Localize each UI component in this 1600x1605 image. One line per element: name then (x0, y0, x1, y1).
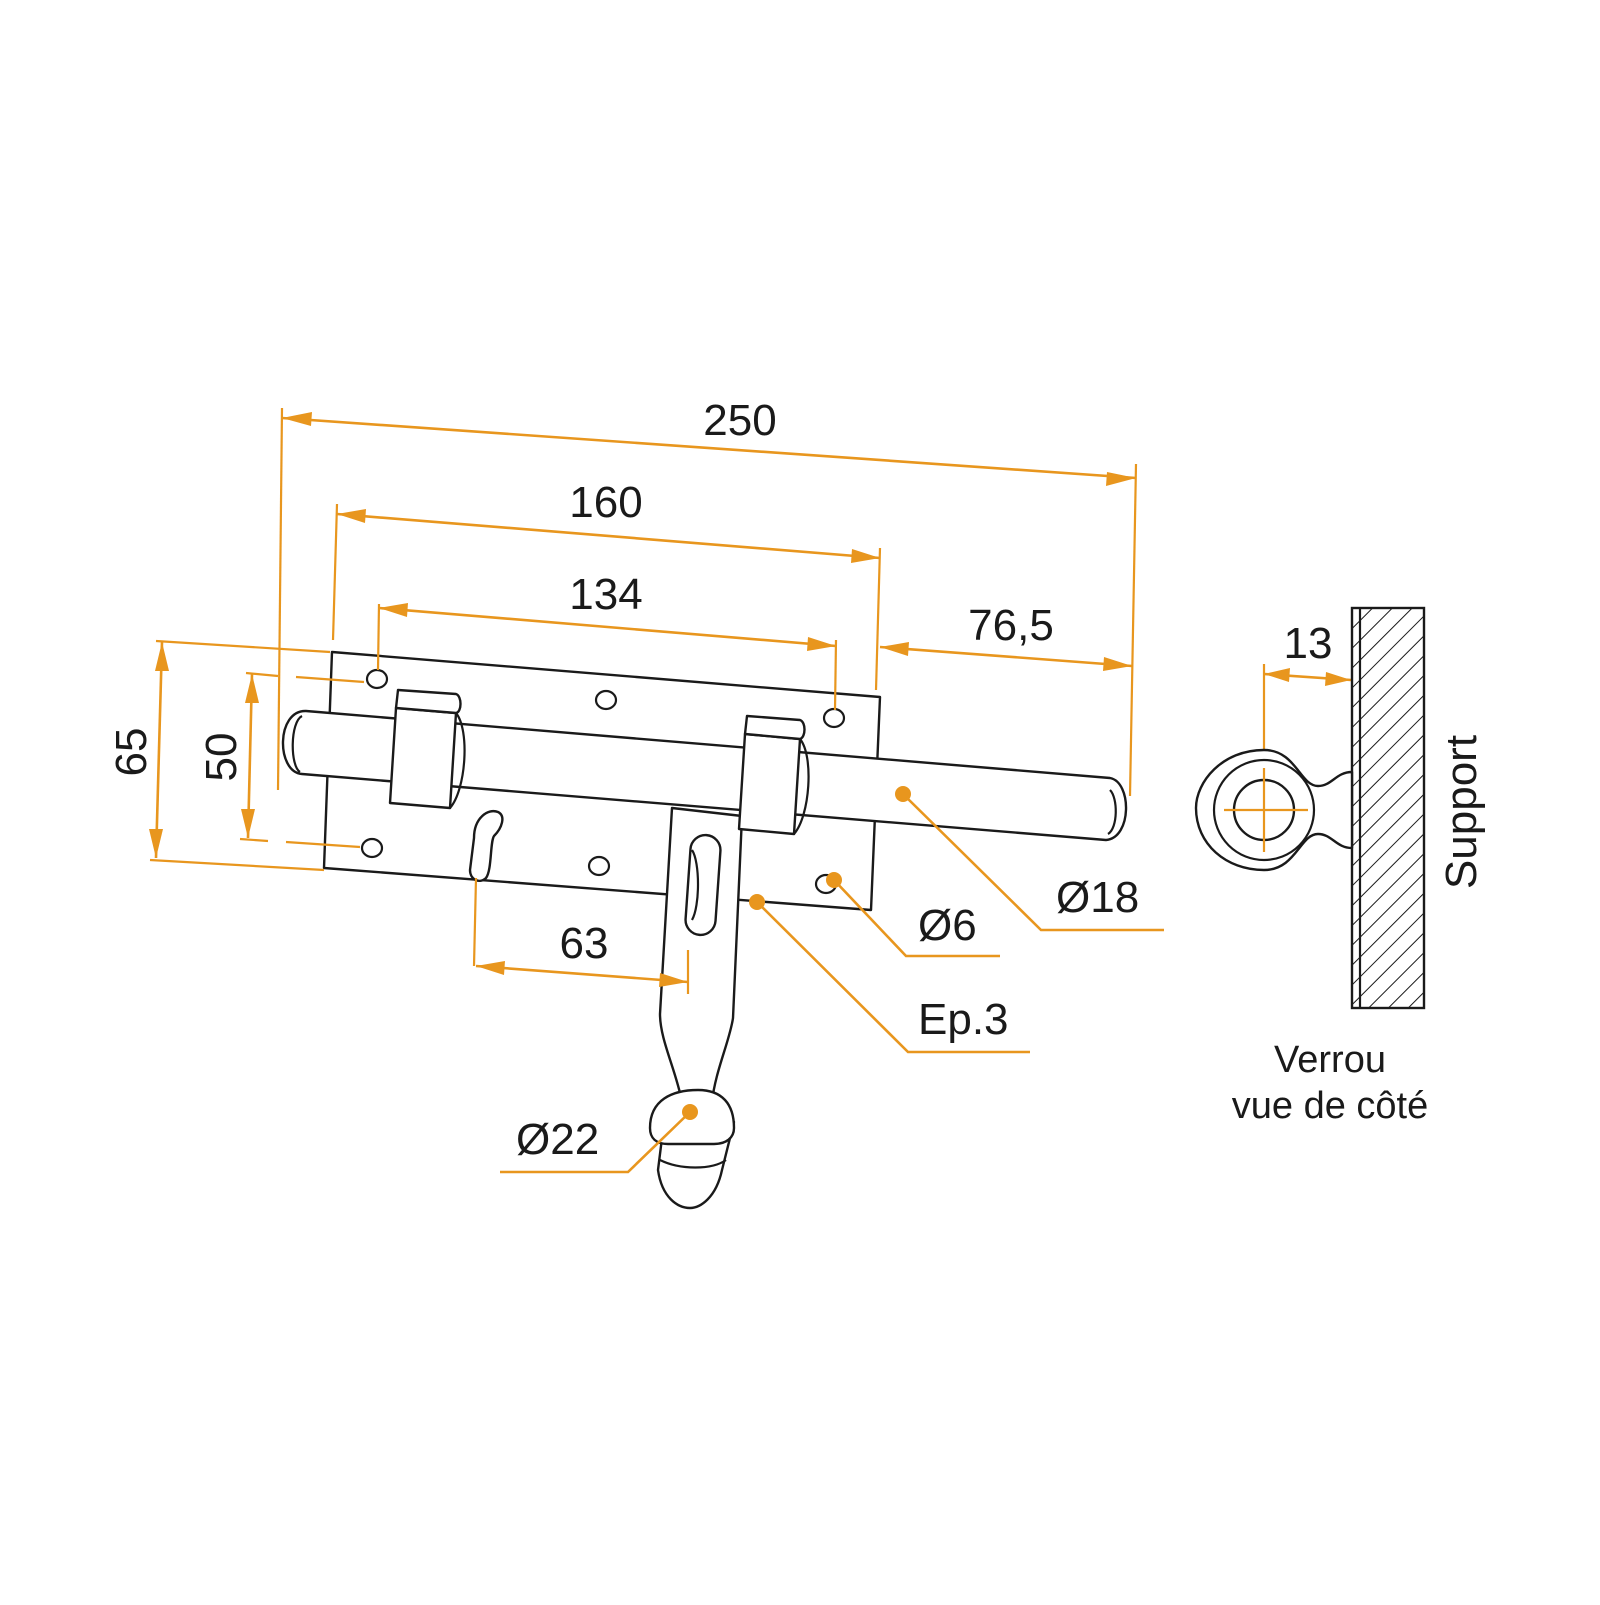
callout-bolt-diameter: Ø18 (1056, 873, 1139, 922)
dim-plate-height: 65 (107, 728, 156, 777)
guide-bracket-right (737, 714, 810, 836)
dim-overall-length: 250 (703, 396, 776, 445)
bolt-assembly (281, 650, 1128, 1210)
side-view-caption-line1: Verrou (1274, 1039, 1386, 1081)
handle-slot-inner (691, 849, 700, 921)
support-wall (1350, 606, 1426, 1010)
dim-bolt-overhang: 76,5 (968, 601, 1054, 650)
mount-hole-top-left (365, 668, 389, 690)
mount-hole-bottom-left (360, 837, 384, 859)
dimension-lines (149, 407, 1352, 1174)
leader-knob-diameter (500, 1111, 691, 1174)
dim-hole-vertical-spacing: 50 (197, 733, 246, 782)
dim-plate-length: 160 (569, 478, 642, 527)
mount-hole-top-center (594, 689, 618, 711)
dimension-labels: 250 160 134 76,5 65 50 63 13 Ø18 Ø6 Ep.3… (107, 396, 1332, 1164)
handle-slot (684, 833, 722, 937)
guide-bracket-left (388, 688, 466, 810)
bolt-rod-end-left (291, 715, 303, 773)
mount-hole-bottom-center (587, 855, 611, 877)
mount-hole-top-right (822, 707, 846, 729)
bolt-rod-end-right (1107, 789, 1117, 835)
handle-catch (468, 809, 504, 882)
leader-hole-diameter (833, 879, 1000, 958)
support-label: Support (1437, 735, 1486, 889)
callout-thickness: Ep.3 (918, 995, 1009, 1044)
dim-hole-spacing: 134 (569, 570, 642, 619)
leader-bolt-diameter (902, 793, 1164, 932)
callout-hole-diameter: Ø6 (918, 901, 977, 950)
bolt-side-ring (1212, 758, 1316, 862)
side-view-caption-line2: vue de côté (1232, 1085, 1428, 1127)
dim-handle-offset: 63 (560, 919, 609, 968)
callout-knob-diameter: Ø22 (516, 1115, 599, 1164)
leader-thickness (756, 901, 1030, 1054)
dim-side-offset: 13 (1284, 619, 1333, 668)
side-view: Support Verrou vue de côté (1194, 606, 1486, 1127)
